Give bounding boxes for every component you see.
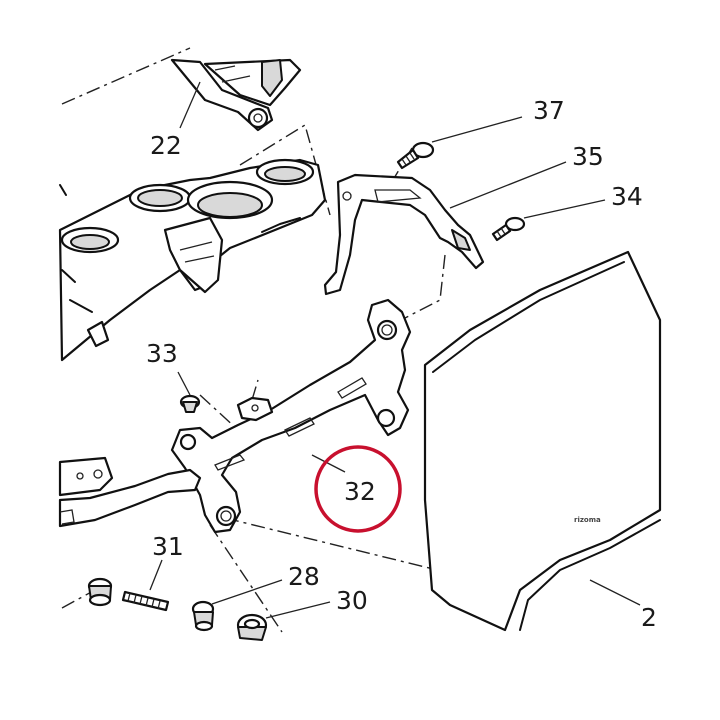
part-28-bushing: 28 (191, 562, 320, 632)
part-34-screw: 34 (491, 182, 643, 242)
highlight-circle (314, 445, 402, 533)
part-32-support-plate: 32 (170, 298, 412, 534)
part-30-washer: 30 (236, 586, 368, 641)
nut-left (87, 577, 113, 607)
part-33-grommet: 33 (146, 339, 201, 413)
part-2-windscreen: rizoma 2 (423, 250, 662, 632)
callout-22-group: 22 (150, 81, 201, 160)
callout-30: 30 (336, 586, 368, 615)
callout-33: 33 (146, 339, 178, 368)
callout-37: 37 (533, 96, 565, 125)
callout-2: 2 (641, 603, 657, 632)
part-22-upper-bracket (170, 58, 302, 132)
part-37-screw: 37 (396, 96, 565, 170)
callout-32: 32 (344, 477, 376, 506)
part-31-stud: 31 (121, 532, 184, 612)
callout-35: 35 (572, 142, 604, 171)
part-35-mounting-bracket: 35 (323, 142, 604, 296)
callout-31: 31 (152, 532, 184, 561)
windscreen-logo: rizoma (574, 516, 601, 524)
triple-clamp (58, 158, 327, 362)
callout-22: 22 (150, 131, 182, 160)
callout-28: 28 (288, 562, 320, 591)
callout-34: 34 (611, 182, 643, 211)
side-bracket-cable (58, 456, 202, 528)
assembly-lines (61, 47, 471, 633)
